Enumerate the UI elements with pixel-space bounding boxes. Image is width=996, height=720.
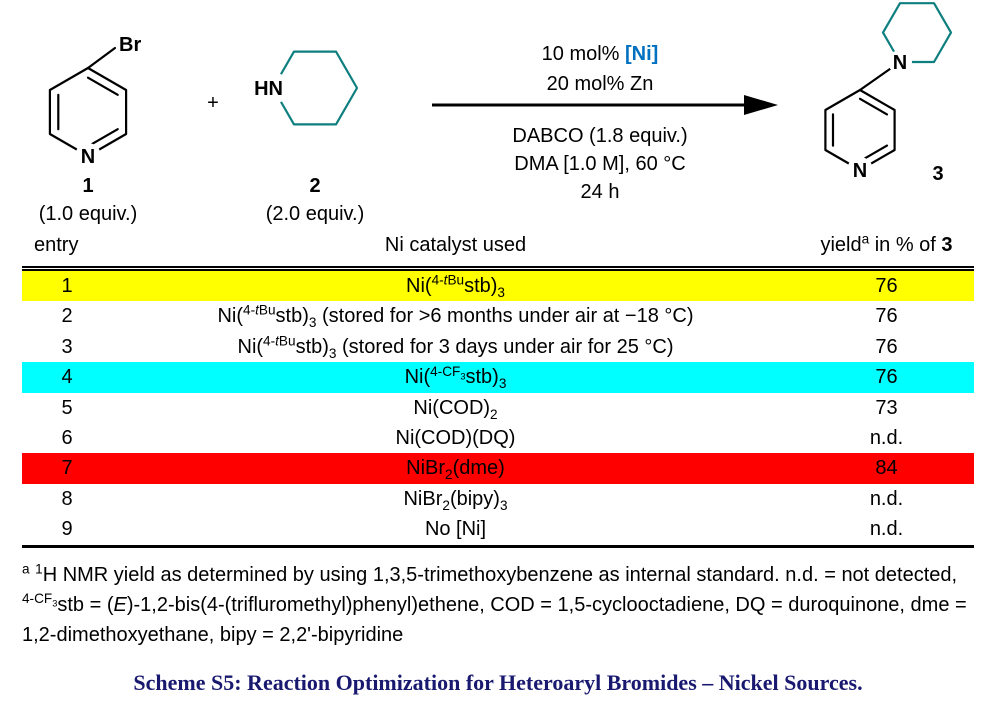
catalyst-cell: Ni(4-CF3stb)3 <box>404 363 507 392</box>
atom-mask <box>888 50 912 74</box>
yield-cell: 84 <box>875 457 898 480</box>
compound-2-label: 2 <box>309 175 320 197</box>
pyridine-ring <box>48 66 128 158</box>
double-bond <box>86 128 119 148</box>
piperidine-hn-label: HN <box>254 78 283 100</box>
catalyst-cell: Ni(4-tBustb)3 (stored for 3 days under a… <box>237 333 674 361</box>
table-row: 5 Ni(COD)2 73 <box>22 393 974 423</box>
table-row: 2 Ni(4-tBustb)3 (stored for >6 months un… <box>22 301 974 331</box>
arrowhead <box>744 95 778 115</box>
conditions-line2: 20 mol% Zn <box>547 73 654 95</box>
conditions-line3: DABCO (1.8 equiv.) <box>512 125 687 147</box>
catalyst-cell: Ni(COD)(DQ) <box>395 426 516 449</box>
catalyst-cell: Ni(4-tBustb)3 <box>406 272 505 300</box>
compound-1-equiv: (1.0 equiv.) <box>39 203 138 225</box>
product-pyridine-n-label: N <box>853 160 867 182</box>
entry-cell: 6 <box>61 426 73 449</box>
entry-cell: 3 <box>61 335 73 358</box>
compound-1-label: 1 <box>82 175 93 197</box>
reaction-arrow <box>432 95 778 115</box>
reactant-1-structure <box>48 46 128 158</box>
entry-cell: 1 <box>61 275 73 297</box>
entry-cell: 8 <box>61 487 73 510</box>
catalyst-cell: Ni(COD)2 <box>413 396 498 422</box>
entry-cell: 2 <box>61 305 73 328</box>
br-label: Br <box>119 34 141 56</box>
atom-mask <box>847 157 873 183</box>
catalyst-cell: NiBr2(dme) <box>406 457 505 483</box>
product-structure <box>824 2 953 172</box>
reaction-scheme: Br N 1 (1.0 equiv.) + HN 2 (2.0 equiv.) … <box>39 2 953 225</box>
optimization-table: entry Ni catalyst used yielda in % of 3 … <box>22 230 974 548</box>
header-row: entry Ni catalyst used yielda in % of 3 <box>22 230 974 271</box>
pyridine-n-label: N <box>81 146 95 168</box>
conditions-line5: 24 h <box>581 181 620 203</box>
atom-mask <box>257 72 289 104</box>
yield-cell: n.d. <box>869 426 904 449</box>
catalyst-cell: NiBr2(bipy)3 <box>403 487 508 513</box>
conditions-line1: 10 mol% [Ni] <box>542 43 659 65</box>
table-row: 7 NiBr2(dme) 84 <box>22 453 974 484</box>
yield-cell: n.d. <box>869 487 904 510</box>
yield-cell: 76 <box>875 366 898 389</box>
header-entry: entry <box>22 230 112 271</box>
yield-cell: 76 <box>875 275 898 297</box>
conditions-line4: DMA [1.0 M], 60 °C <box>514 153 685 175</box>
header-catalyst: Ni catalyst used <box>112 230 799 271</box>
yield-cell: n.d. <box>799 514 974 548</box>
table-row: 4 Ni(4-CF3stb)3 76 <box>22 362 974 393</box>
table-row: 9 No [Ni] n.d. <box>22 514 974 548</box>
table-row: 1 Ni(4-tBustb)3 76 <box>22 268 974 302</box>
double-bond <box>858 97 889 116</box>
footnote: a 1H NMR yield as determined by using 1,… <box>22 560 967 646</box>
table-row: 8 NiBr2(bipy)3 n.d. <box>22 484 974 514</box>
product-piperidine-ring <box>881 2 953 64</box>
scheme-caption: Scheme S5: Reaction Optimization for Het… <box>133 669 863 695</box>
yield-cell: 76 <box>875 305 898 328</box>
entry-cell: 4 <box>61 366 73 389</box>
compound-2-equiv: (2.0 equiv.) <box>266 203 365 225</box>
atom-mask <box>75 143 101 169</box>
br-bond <box>86 46 117 70</box>
double-bond <box>86 76 119 96</box>
header-yield: yielda in % of 3 <box>799 230 974 271</box>
yield-cell: 76 <box>875 335 898 358</box>
catalyst-cell: No [Ni] <box>112 514 799 548</box>
ni-catalyst-token: [Ni] <box>625 43 658 65</box>
entry-cell: 5 <box>61 396 73 419</box>
yield-cell: 73 <box>875 396 898 419</box>
catalyst-cell: Ni(4-tBustb)3 (stored for >6 months unde… <box>217 302 694 331</box>
table-row: 3 Ni(4-tBustb)3 (stored for 3 days under… <box>22 332 974 362</box>
product-piperidine-n-label: N <box>893 52 907 74</box>
plus-sign: + <box>207 92 219 114</box>
compound-3-label: 3 <box>932 163 943 185</box>
table-row: 6 Ni(COD)(DQ) n.d. <box>22 423 974 453</box>
entry-cell: 9 <box>22 514 112 548</box>
entry-cell: 7 <box>61 457 73 480</box>
